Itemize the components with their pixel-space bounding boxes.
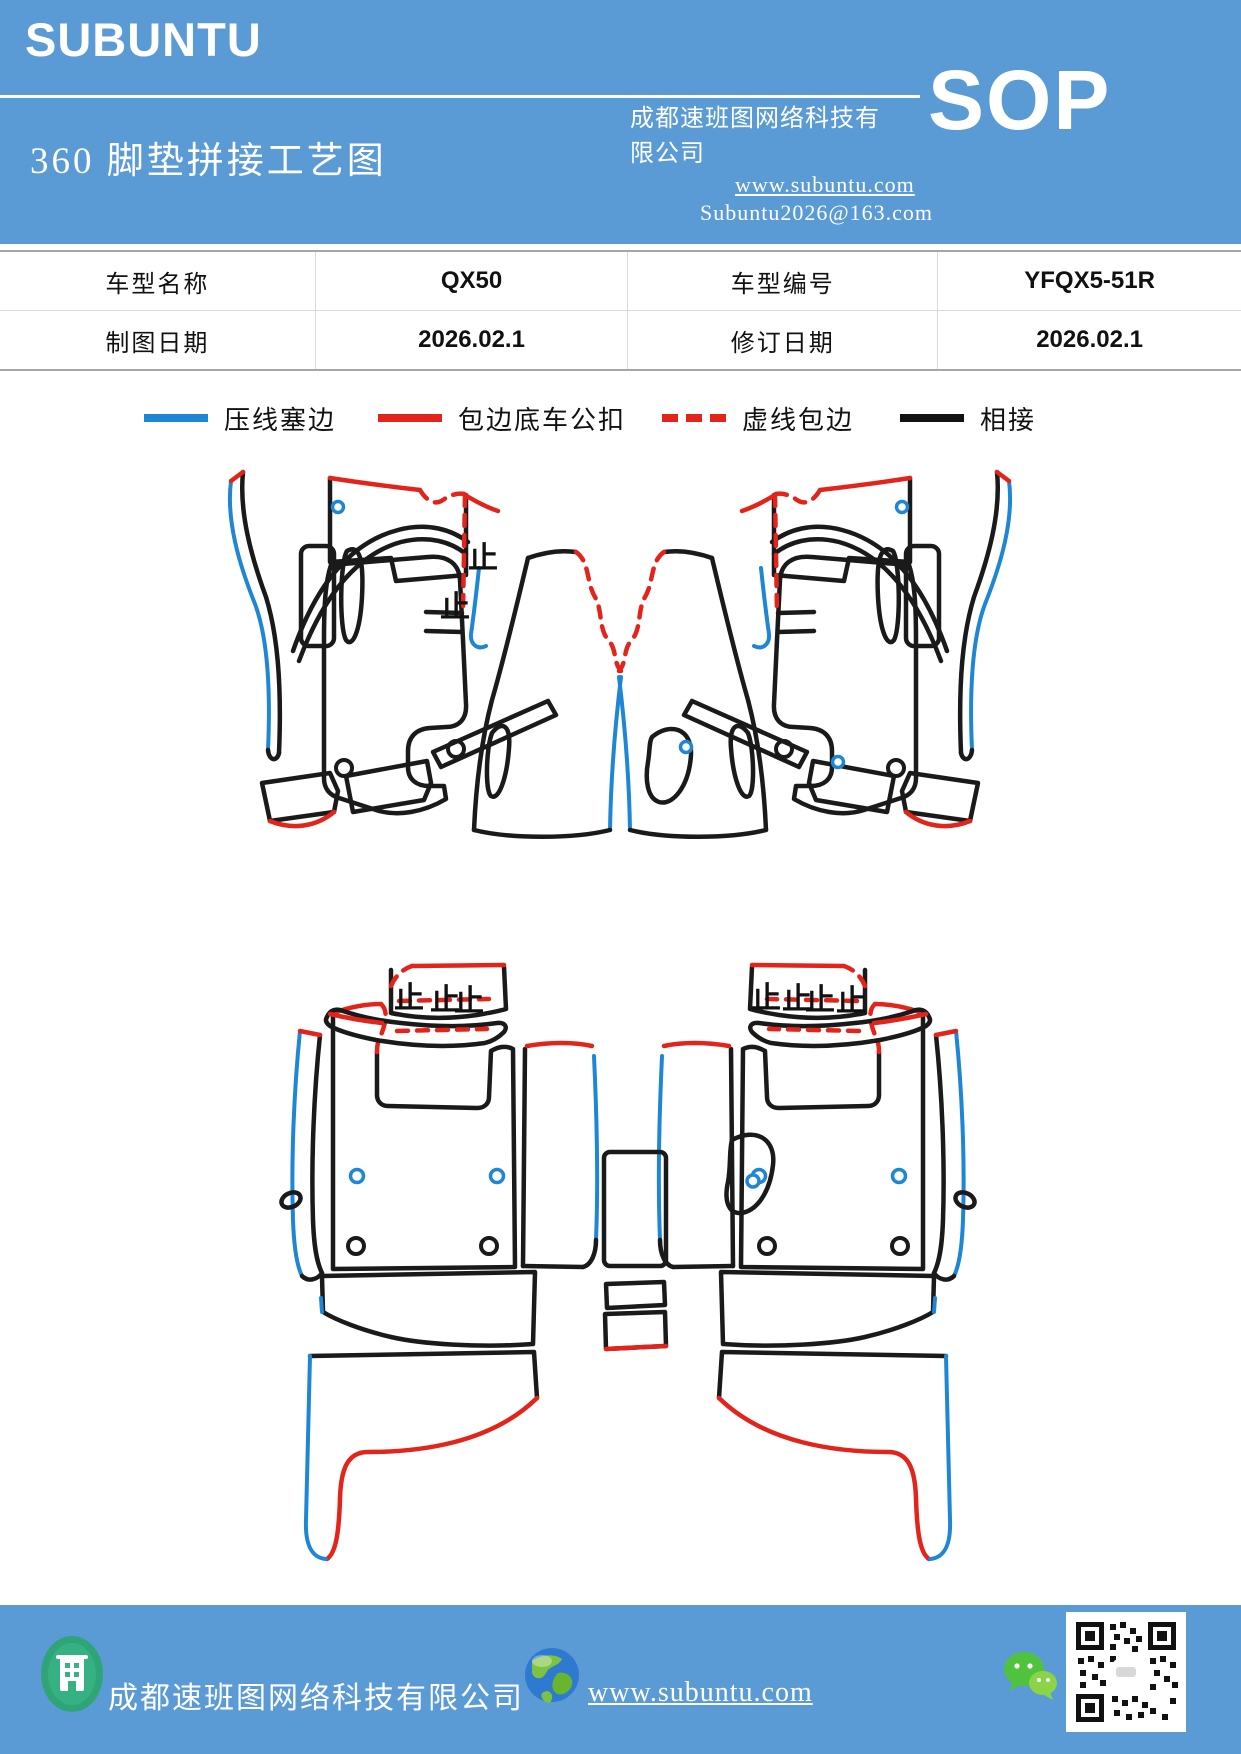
legend-item-dashed-bind: 虚线包边 bbox=[662, 398, 854, 438]
stop-mark: 止 bbox=[454, 985, 484, 1018]
legend-item-joint: 相接 bbox=[900, 398, 1036, 438]
model-code-label: 车型编号 bbox=[627, 250, 939, 311]
draw-date-label: 制图日期 bbox=[0, 310, 316, 371]
footer-website-link[interactable]: www.subuntu.com bbox=[588, 1677, 813, 1708]
header: SUBUNTU 360 脚垫拼接工艺图 成都速班图网络科技有限公司 SOP ww… bbox=[0, 0, 1241, 244]
header-email: Subuntu2026@163.com bbox=[700, 200, 933, 225]
stop-mark: 止 bbox=[468, 542, 498, 575]
legend-item-press-edge: 压线塞边 bbox=[144, 398, 336, 438]
vehicle-info-table: 车型名称 QX50 车型编号 YFQX5-51R 制图日期 2026.02.1 … bbox=[0, 250, 1241, 371]
legend-label: 压线塞边 bbox=[224, 405, 337, 435]
brand-logo: SUBUNTU bbox=[25, 13, 262, 66]
header-website-link[interactable]: www.subuntu.com bbox=[735, 172, 915, 197]
footer-company-name: 成都速班图网络科技有限公司 bbox=[108, 1682, 524, 1715]
red-line-swatch bbox=[378, 414, 442, 422]
legend-label: 虚线包边 bbox=[742, 405, 855, 435]
legend-label: 包边底车公扣 bbox=[458, 405, 627, 435]
stop-mark: 止 bbox=[430, 984, 460, 1017]
building-icon bbox=[41, 1636, 103, 1712]
mat-splicing-diagram: 止 止 bbox=[227, 469, 1241, 1562]
stop-mark: 止 bbox=[805, 984, 835, 1017]
blue-line-swatch bbox=[144, 414, 208, 422]
header-divider bbox=[0, 95, 920, 98]
page-title: 360 脚垫拼接工艺图 bbox=[30, 141, 387, 182]
legend-label: 相接 bbox=[980, 405, 1037, 435]
stop-mark: 止 bbox=[782, 983, 812, 1016]
stop-mark: 止 bbox=[751, 982, 781, 1015]
header-company-name: 成都速班图网络科技有限公司 bbox=[630, 106, 880, 167]
stop-mark: 止 bbox=[440, 591, 470, 624]
red-dashed-swatch bbox=[662, 414, 726, 422]
table-row: 车型名称 QX50 车型编号 YFQX5-51R bbox=[0, 250, 1241, 311]
legend: 压线塞边 包边底车公扣 虚线包边 相接 bbox=[0, 398, 1241, 438]
globe-icon bbox=[525, 1648, 579, 1703]
black-line-swatch bbox=[900, 414, 964, 422]
qr-code bbox=[1066, 1612, 1186, 1732]
sop-label: SOP bbox=[928, 53, 1112, 147]
footer: 成都速班图网络科技有限公司 www.subuntu.com bbox=[0, 1605, 1241, 1754]
table-row: 制图日期 2026.02.1 修订日期 2026.02.1 bbox=[0, 310, 1241, 371]
model-code-value: YFQX5-51R bbox=[937, 250, 1241, 311]
model-name-value: QX50 bbox=[314, 250, 629, 311]
legend-item-bind-buckle: 包边底车公扣 bbox=[378, 398, 626, 438]
stop-mark: 止 bbox=[394, 982, 424, 1015]
draw-date-value: 2026.02.1 bbox=[314, 310, 629, 371]
stop-mark: 止 bbox=[836, 985, 866, 1018]
revise-date-value: 2026.02.1 bbox=[937, 310, 1241, 371]
revise-date-label: 修订日期 bbox=[627, 310, 939, 371]
wechat-icon bbox=[1004, 1652, 1057, 1700]
model-name-label: 车型名称 bbox=[0, 250, 316, 311]
